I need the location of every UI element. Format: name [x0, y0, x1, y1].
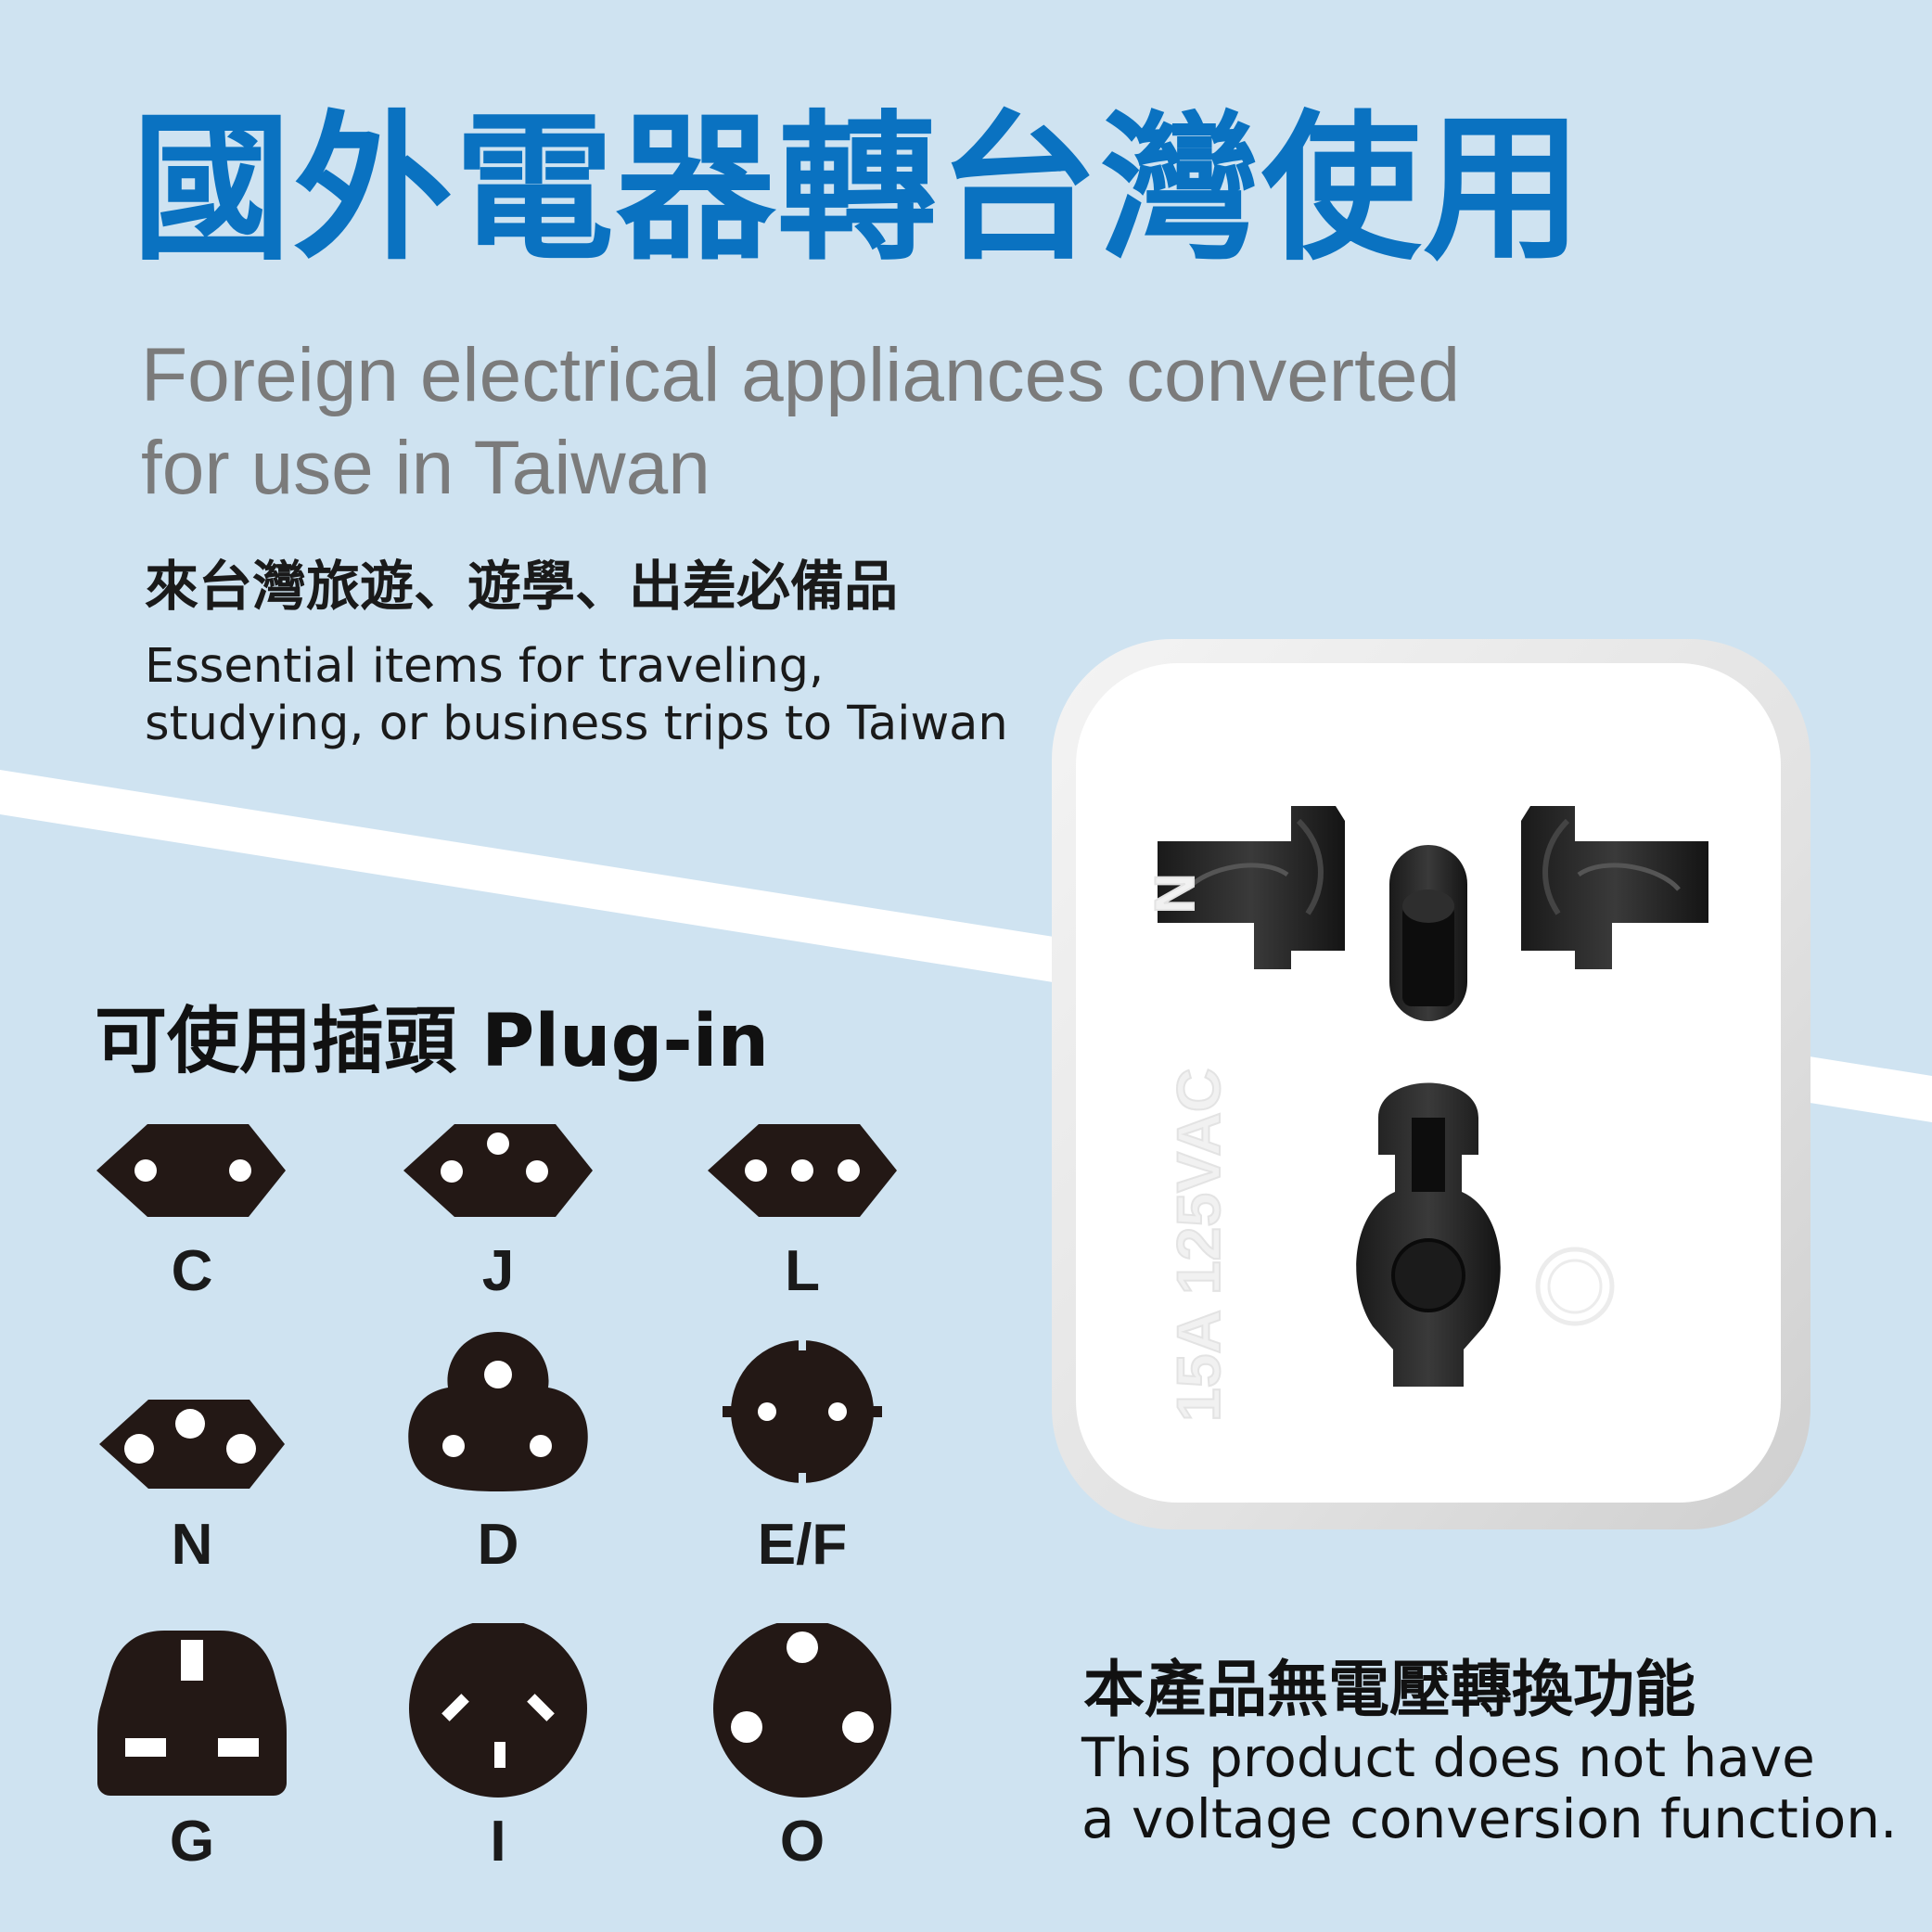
plug-type-l-icon — [708, 1124, 897, 1217]
plug-type-n: N — [53, 1387, 331, 1665]
middle-socket-slot — [1389, 845, 1467, 1021]
right-socket-slot — [1521, 806, 1708, 969]
plug-type-ef: E/F — [663, 1326, 941, 1605]
plug-type-i-icon — [409, 1623, 587, 1798]
tagline-line-1: Essential items for traveling, — [145, 639, 825, 694]
plug-label: C — [171, 1239, 213, 1303]
plug-label: G — [169, 1810, 215, 1874]
plug-type-c: C — [53, 1113, 331, 1391]
certification-mark-icon — [1535, 1247, 1615, 1326]
plug-label: D — [477, 1513, 519, 1577]
left-socket-slot — [1158, 806, 1345, 969]
plug-type-o: O — [663, 1623, 941, 1901]
subtitle-english: Foreign electrical appliances converted … — [141, 329, 1532, 515]
plug-type-g: G — [53, 1623, 331, 1901]
plug-label: E/F — [757, 1513, 848, 1577]
plug-type-c-icon — [96, 1124, 286, 1217]
subtitle-line-2: for use in Taiwan — [141, 426, 710, 510]
plug-label: I — [490, 1810, 506, 1874]
plug-label: N — [171, 1513, 213, 1577]
notice-english: This product does not have a voltage con… — [1081, 1727, 1898, 1849]
plug-type-d: D — [359, 1326, 637, 1605]
plug-type-n-icon — [99, 1400, 285, 1489]
plug-label: J — [481, 1239, 515, 1303]
plug-type-o-icon — [713, 1623, 891, 1798]
side-marking: N — [1144, 874, 1206, 914]
plug-type-j-icon — [403, 1124, 593, 1217]
adapter-illustration: 15A 125VAC N — [1052, 639, 1810, 1529]
subtitle-line-1: Foreign electrical appliances converted — [141, 333, 1461, 417]
tagline-line-2: studying, or business trips to Taiwan — [145, 697, 1008, 751]
plug-type-ef-icon — [723, 1337, 882, 1486]
plug-type-j: J — [359, 1113, 637, 1391]
tagline-english: Essential items for traveling, studying,… — [145, 638, 1008, 753]
notice-chinese: 本產品無電壓轉換功能 — [1083, 1654, 1695, 1725]
plug-type-l: L — [663, 1113, 941, 1391]
plug-label: O — [779, 1810, 825, 1874]
plug-type-d-icon — [408, 1332, 588, 1491]
notice-line-1: This product does not have — [1081, 1726, 1815, 1789]
ground-socket-slot — [1356, 1082, 1501, 1387]
plug-type-i: I — [359, 1623, 637, 1901]
page-title: 國外電器轉台灣使用 — [132, 96, 1584, 282]
rating-marking: 15A 125VAC — [1164, 1068, 1233, 1422]
plug-label: L — [785, 1239, 820, 1303]
tagline-chinese: 來台灣旅遊、遊學、出差必備品 — [145, 555, 899, 618]
plug-type-g-icon — [97, 1631, 287, 1796]
notice-line-2: a voltage conversion function. — [1081, 1787, 1898, 1850]
plugin-heading: 可使用插頭 Plug-in — [95, 1000, 770, 1083]
